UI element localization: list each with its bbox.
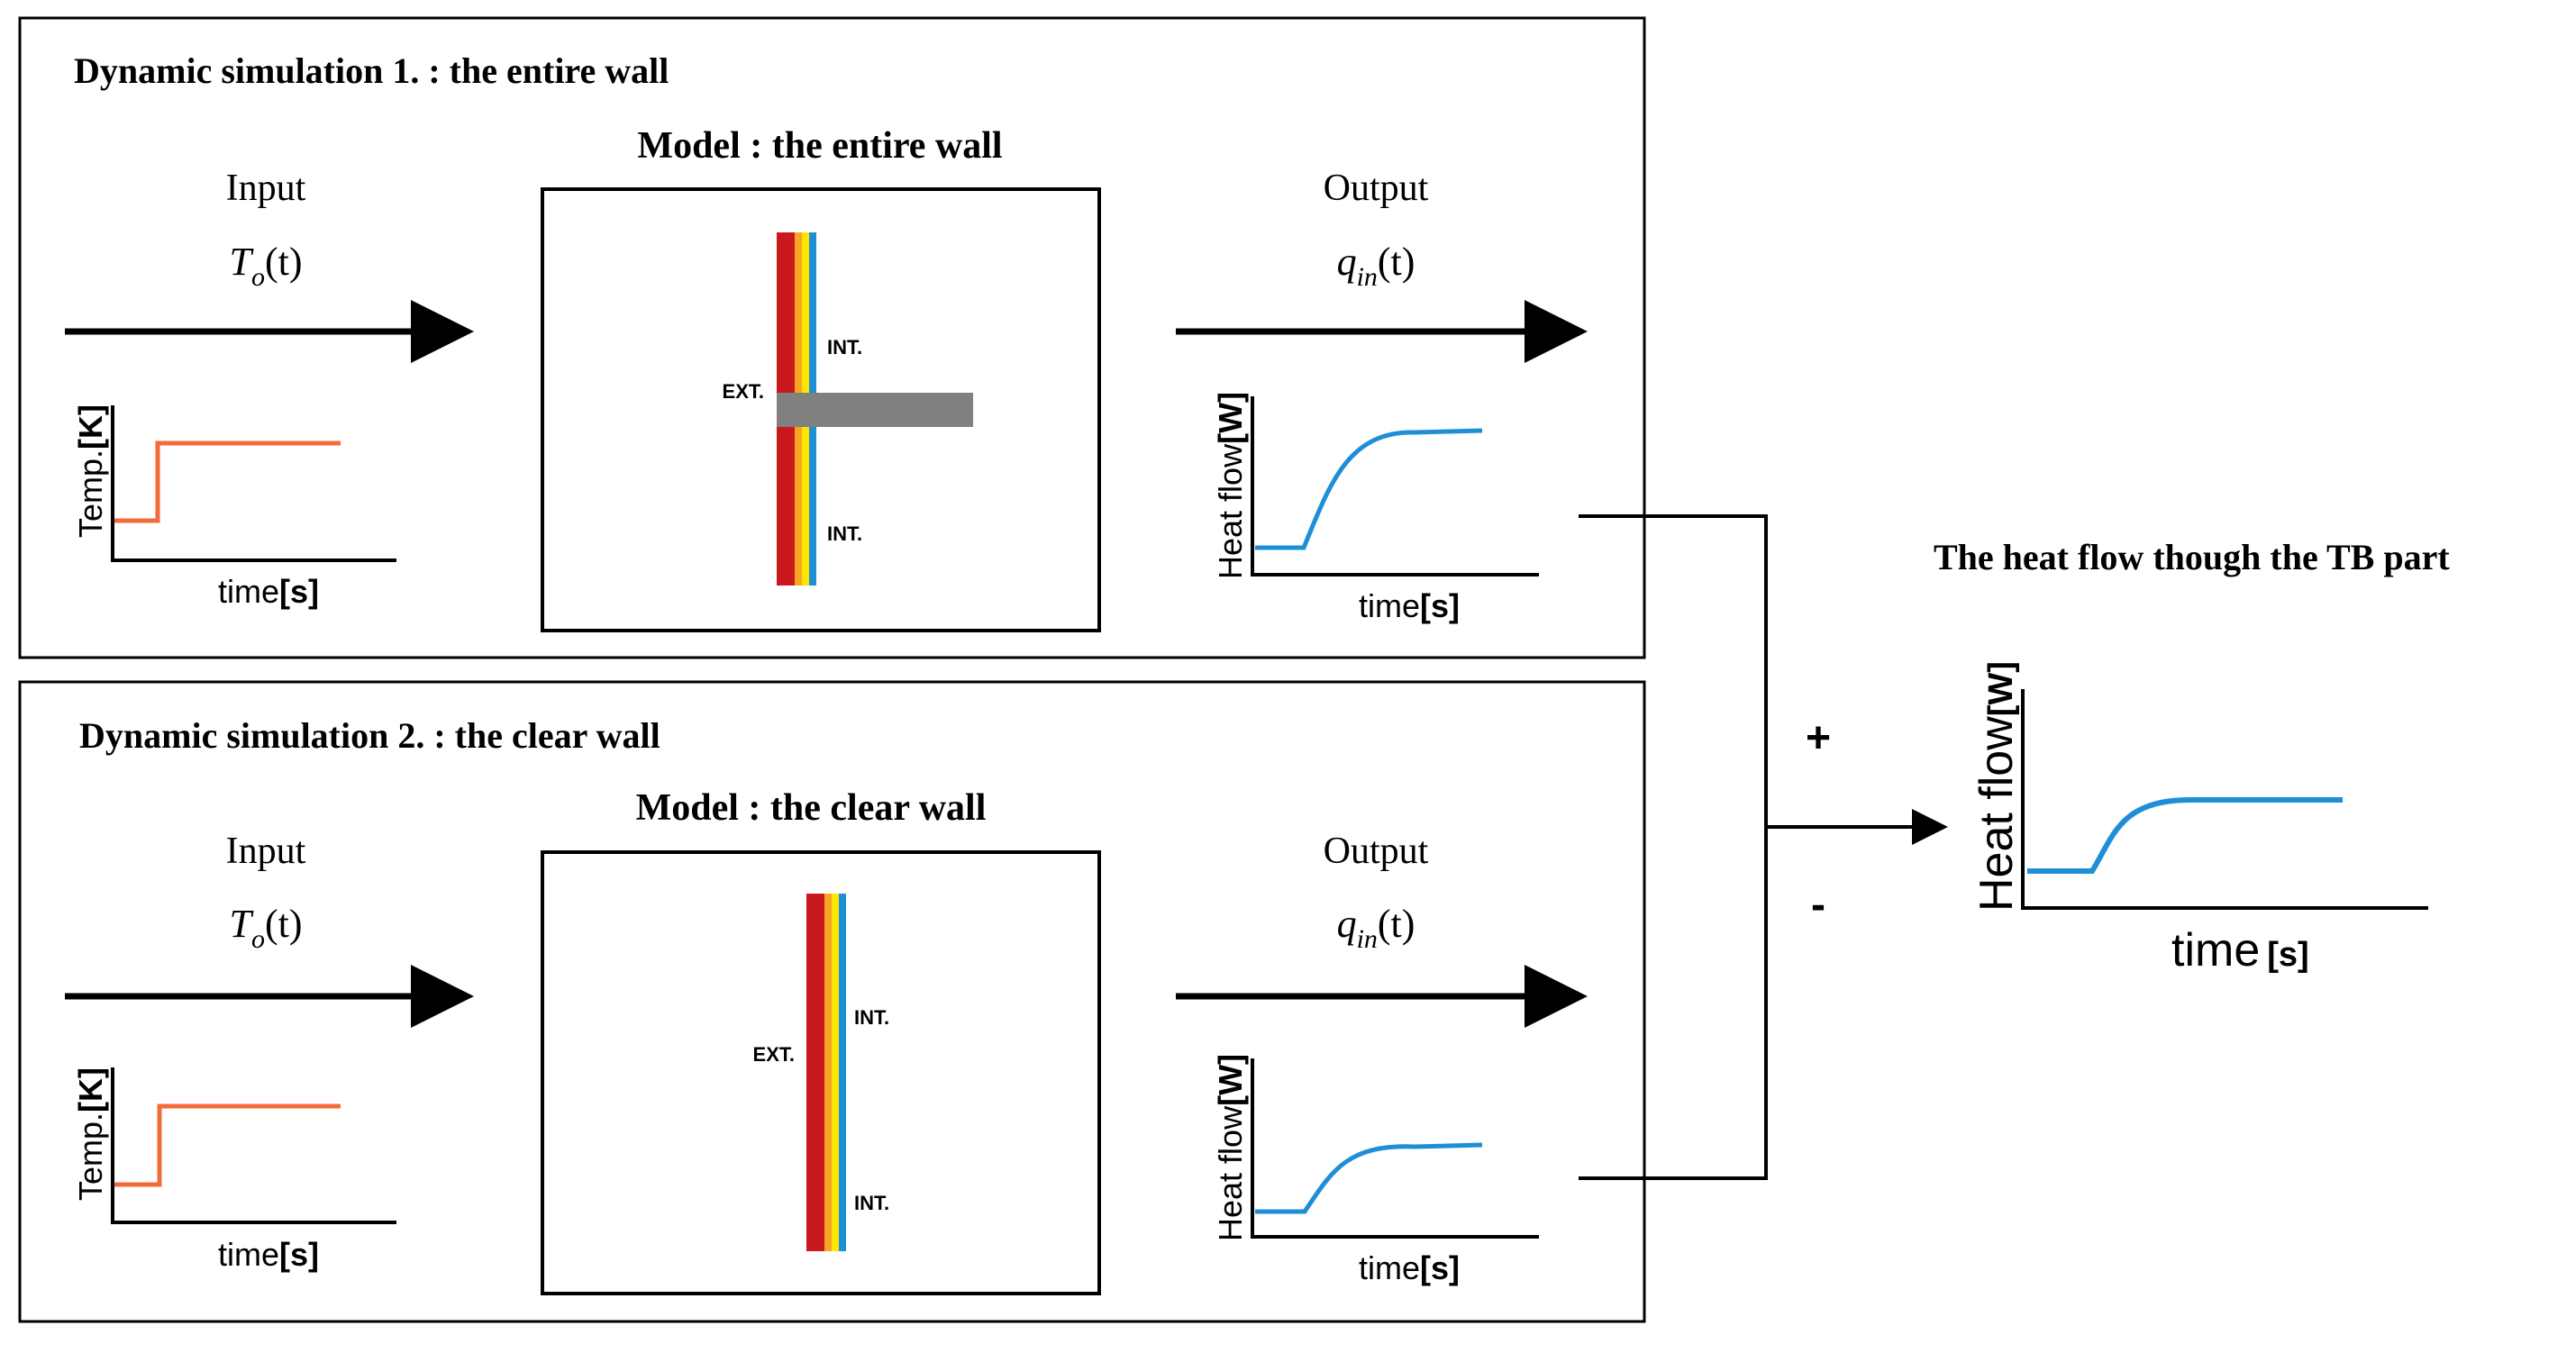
result-section: The heat flow though the TB part Heat fl… [1934,537,2450,976]
minus-sign: - [1811,881,1825,929]
model-frame [541,187,1101,632]
ext-label: EXT. [723,380,764,403]
panel-entire-wall: Dynamic simulation 1. : the entire wall … [18,16,1646,659]
output-label: Output [1324,831,1429,872]
wall-layers [806,894,846,1251]
wall-layer-orange [824,894,832,1251]
output-response-graph: Heat flow[W] time[s] [1212,392,1539,624]
step-curve [114,440,341,523]
panel-clear-wall: Dynamic simulation 2. : the clear wall I… [18,680,1646,1323]
wall-layers [777,232,973,586]
response-curve [1255,1142,1483,1214]
model-title: Model : the clear wall [636,787,987,829]
panel-title: Dynamic simulation 1. : the entire wall [74,50,669,91]
panel-frame [18,16,1646,659]
graph-axes [111,405,396,562]
int-label-bottom: INT. [827,522,862,545]
int-label-top: INT. [854,1006,889,1029]
thermal-bridge-slab [777,393,973,427]
y-axis-label: Heat flow[W] [1971,661,2023,912]
panel-title: Dynamic simulation 2. : the clear wall [79,715,660,756]
graph-axes [2021,689,2428,910]
int-label-top: INT. [827,336,862,359]
connector-line-top [1579,514,1768,1180]
input-variable: To(t) [229,240,302,292]
graph-axes [1251,1058,1539,1239]
output-response-graph: Heat flow[W] time[s] [1212,1054,1539,1286]
graph-axes [1251,396,1539,577]
y-axis-label: Temp.[K] [72,1067,109,1201]
y-axis-label: Heat flow[W] [1212,1054,1249,1241]
model-title: Model : the entire wall [637,125,1002,167]
subtraction-connector: + - [1579,514,1948,1180]
result-response-graph: Heat flow[W] time[s] [1971,661,2428,976]
step-curve [114,1103,341,1187]
output-variable: qin(t) [1337,902,1415,954]
y-axis-label: Heat flow[W] [1212,392,1249,579]
x-axis-label: time[s] [2171,924,2309,976]
x-axis-label: time[s] [1359,1249,1460,1286]
result-title: The heat flow though the TB part [1934,537,2450,577]
input-variable: To(t) [229,902,302,954]
output-label: Output [1324,168,1429,209]
y-axis-label: Temp.[K] [72,404,109,538]
panel-frame [18,680,1646,1323]
x-axis-label: time[s] [218,573,319,610]
response-curve [2027,797,2343,874]
response-curve [1255,428,1483,550]
plus-sign: + [1806,714,1831,762]
input-step-graph: Temp.[K] time[s] [72,404,396,610]
wall-layer-blue [839,894,846,1251]
ext-label: EXT. [753,1043,795,1066]
input-label: Input [226,831,306,872]
x-axis-label: time[s] [218,1236,319,1273]
output-variable: qin(t) [1337,240,1415,292]
int-label-bottom: INT. [854,1192,889,1214]
wall-layer-yellow [832,894,839,1251]
wall-layer-red [806,894,824,1251]
input-label: Input [226,168,306,209]
graph-axes [111,1067,396,1224]
model-frame [541,850,1101,1295]
x-axis-label: time[s] [1359,587,1460,624]
input-step-graph: Temp.[K] time[s] [72,1067,396,1273]
